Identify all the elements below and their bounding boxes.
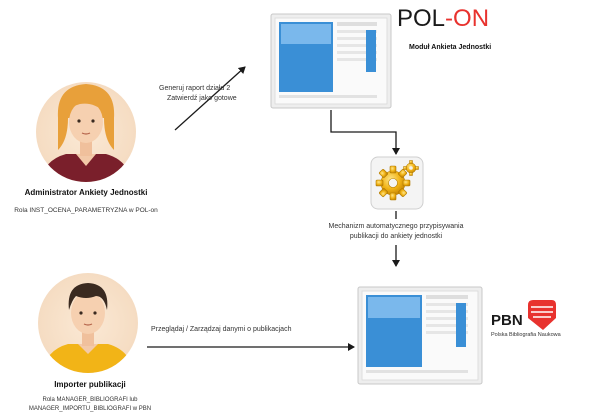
pbn-logo-text: PBN [491, 312, 523, 329]
pbn-logo-mark [528, 300, 556, 330]
polon-window-icon [270, 13, 392, 109]
polon-logo-pol: POL [397, 5, 446, 32]
pbn-window-icon [357, 286, 483, 385]
importer-title: Importer publikacji [54, 380, 126, 389]
admin-avatar [36, 82, 136, 182]
edge-label-browse-manage: Przeglądaj / Zarządzaj danymi o publikac… [151, 326, 292, 333]
gear-icon [370, 156, 424, 210]
importer-role-line2: MANAGER_IMPORTU_BIBLIOGRAFI w PBN [28, 406, 152, 412]
pbn-subtitle: Polska Bibliografia Naukowa [491, 332, 561, 338]
edge-label-generate-report: Generuj raport działu 2 [159, 85, 231, 92]
edge-label-mechanism-line1: Mechanizm automatycznego przypisywania [328, 223, 464, 230]
arrow-admin-to-polon [174, 66, 246, 131]
admin-role: Rola INST_OCENA_PARAMETRYZNA w POL-on [14, 207, 158, 214]
polon-logo-on: ON [453, 5, 490, 32]
edge-label-approve: Zatwierdź jako gotowe [167, 95, 237, 102]
polon-logo-dash: - [445, 5, 454, 32]
edge-label-mechanism-line2: publikacji do ankiety jednostki [349, 233, 443, 240]
polon-module-label: Moduł Ankieta Jednostki [409, 44, 492, 51]
admin-title: Administrator Ankiety Jednostki [24, 188, 148, 197]
importer-avatar [38, 273, 138, 373]
importer-role-line1: Rola MANAGER_BIBLIOGRAFI lub [42, 397, 138, 403]
arrow-polon-to-mechanism [330, 110, 400, 155]
polon-logo: POL-ON [397, 5, 489, 33]
